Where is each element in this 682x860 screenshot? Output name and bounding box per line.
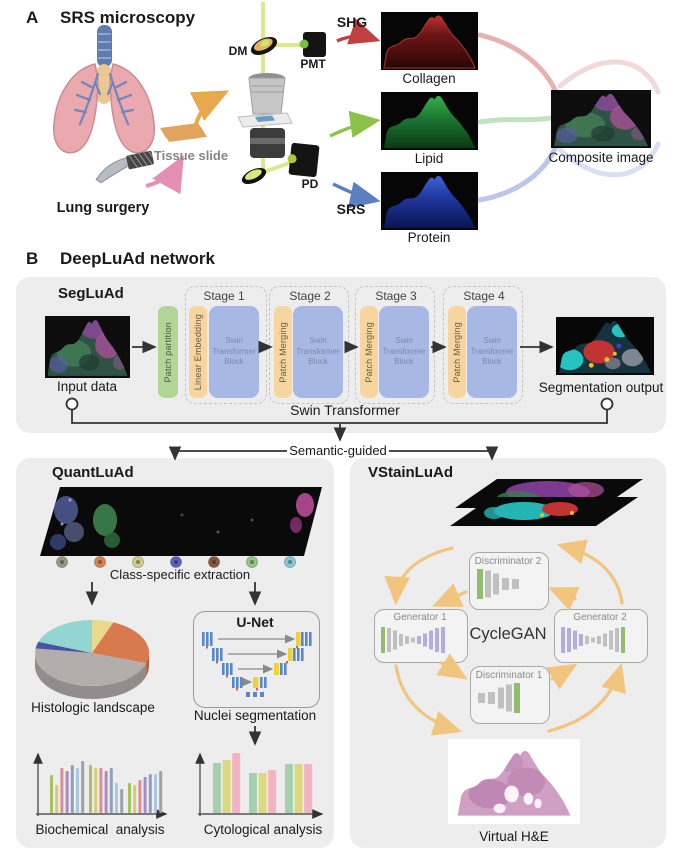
unet-box (193, 611, 320, 708)
orange-arrow (189, 90, 230, 125)
panel-a-label: A (26, 8, 39, 27)
patch-merging-box-2: Patch Merging (274, 306, 292, 398)
patch-merging-label: Patch Merging (452, 321, 462, 383)
merge-swooshes (477, 32, 661, 203)
panel-b-title: DeepLuAd network (60, 249, 215, 268)
patch-merging-box-3: Patch Merging (360, 306, 378, 398)
vstainluad-title: VStainLuAd (368, 464, 453, 481)
stage-3-label: Stage 3 (375, 289, 417, 303)
class-extraction-label: Class-specific extraction (109, 567, 251, 582)
discriminator1-label: Discriminator 1 (475, 670, 543, 681)
patch-merging-label: Patch Merging (278, 321, 288, 383)
srs-arrow (332, 181, 381, 209)
lung-surgery-label: Lung surgery (56, 200, 150, 216)
tissue-slide-graphic (160, 123, 207, 142)
composite-label: Composite image (548, 150, 654, 165)
quantluad-title: QuantLuAd (52, 464, 134, 481)
virtual-he-label: Virtual H&E (479, 829, 549, 844)
segluad-title: SegLuAd (58, 285, 124, 302)
dm-label: DM (228, 44, 248, 58)
panel-b-label: B (26, 249, 39, 268)
cyclegan-label: CycleGAN (469, 625, 547, 643)
srs-label: SRS (336, 201, 366, 217)
swin-block-1: Swin Transformer Block (209, 306, 259, 398)
shg-arrow (336, 18, 381, 45)
cytological-analysis-label: Cytological analysis (203, 822, 323, 837)
swin-block-4: Swin Transformer Block (467, 306, 517, 398)
lungs-illustration (53, 25, 155, 154)
shg-label: SHG (336, 14, 368, 30)
lipid-image (381, 92, 478, 151)
nuclei-segmentation-label: Nuclei segmentation (193, 708, 317, 723)
swin-transformer-label: Swin Transformer (290, 402, 400, 418)
swin-block-2: Swin Transformer Block (293, 306, 343, 398)
discriminator2-label: Discriminator 2 (474, 556, 542, 567)
histologic-landscape-label: Histologic landscape (31, 700, 155, 715)
generator2-label: Generator 2 (573, 612, 627, 623)
biochemical-analysis-label: Biochemical analysis (35, 822, 165, 837)
lipid-arrow (329, 110, 381, 138)
collagen-image (381, 12, 478, 71)
stage-1-label: Stage 1 (203, 289, 245, 303)
patch-partition-box: Patch partition (158, 306, 178, 398)
scalpel (95, 150, 154, 184)
swin-block-label: Swin Transformer Block (296, 336, 340, 367)
linear-embedding-box: Linear Embedding (189, 306, 207, 398)
generator1-label: Generator 1 (393, 612, 447, 623)
swin-block-3: Swin Transformer Block (379, 306, 429, 398)
pink-arrow (145, 155, 184, 195)
protein-label: Protein (407, 230, 451, 245)
protein-image (381, 172, 478, 231)
pd-label: PD (301, 177, 319, 191)
patch-merging-box-4: Patch Merging (448, 306, 466, 398)
swin-block-label: Swin Transformer Block (470, 336, 514, 367)
virtual-he-box (448, 739, 580, 824)
composite-image (551, 90, 651, 148)
swin-block-label: Swin Transformer Block (382, 336, 426, 367)
microscope (237, 2, 326, 185)
panel-a-title: SRS microscopy (60, 8, 196, 27)
collagen-label: Collagen (402, 71, 456, 86)
linear-embedding-label: Linear Embedding (193, 313, 203, 391)
swin-block-label: Swin Transformer Block (212, 336, 256, 367)
lipid-label: Lipid (414, 151, 444, 166)
semantic-guided-label: Semantic-guided (289, 443, 387, 458)
segmentation-output-label: Segmentation output (538, 380, 664, 395)
tissue-slide-label: Tissue slide (153, 148, 229, 163)
stage-4-label: Stage 4 (463, 289, 505, 303)
pmt-label: PMT (300, 57, 326, 71)
unet-label: U-Net (236, 614, 274, 630)
patch-partition-label: Patch partition (163, 321, 173, 383)
patch-merging-label: Patch Merging (364, 321, 374, 383)
stage-2-label: Stage 2 (289, 289, 331, 303)
input-data-label: Input data (56, 379, 118, 394)
